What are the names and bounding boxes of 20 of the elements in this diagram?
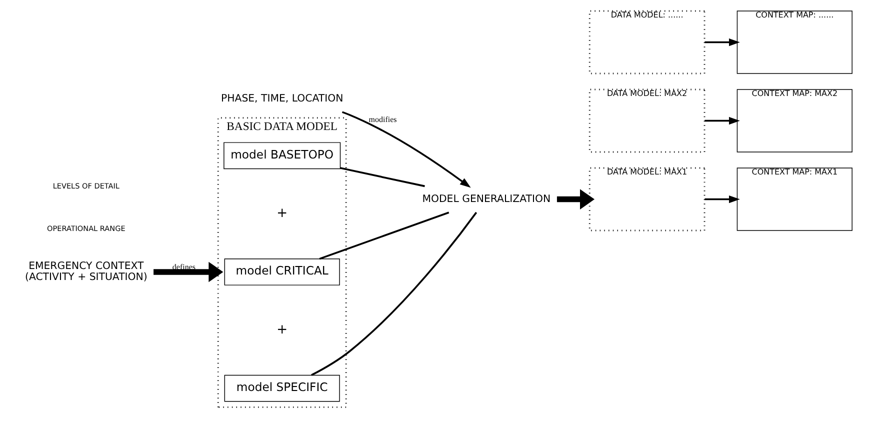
- label: LEVELS OF DETAIL: [52, 182, 119, 191]
- arrow: [341, 111, 470, 188]
- node-box: model BASETOPO: [223, 142, 340, 170]
- label: OPERATIONAL RANGE: [46, 224, 125, 233]
- node-box: model SPECIFIC: [224, 374, 340, 402]
- arrow: [556, 189, 594, 210]
- arrow: [704, 38, 740, 46]
- arrow: [704, 195, 740, 204]
- connector: [310, 212, 477, 376]
- connector: [340, 167, 424, 188]
- node-box: model CRITICAL: [224, 258, 340, 286]
- node-text: MODEL GENERALIZATION: [422, 194, 550, 205]
- label: +: [276, 206, 288, 222]
- node-text: EMERGENCY CONTEXT (ACTIVITY + SITUATION): [24, 261, 147, 284]
- arrow: [153, 262, 223, 282]
- connector: [318, 212, 449, 260]
- edge-label: modifies: [368, 115, 396, 124]
- arrow: [704, 116, 740, 125]
- label: +: [276, 322, 288, 338]
- node-text: PHASE, TIME, LOCATION: [220, 94, 343, 105]
